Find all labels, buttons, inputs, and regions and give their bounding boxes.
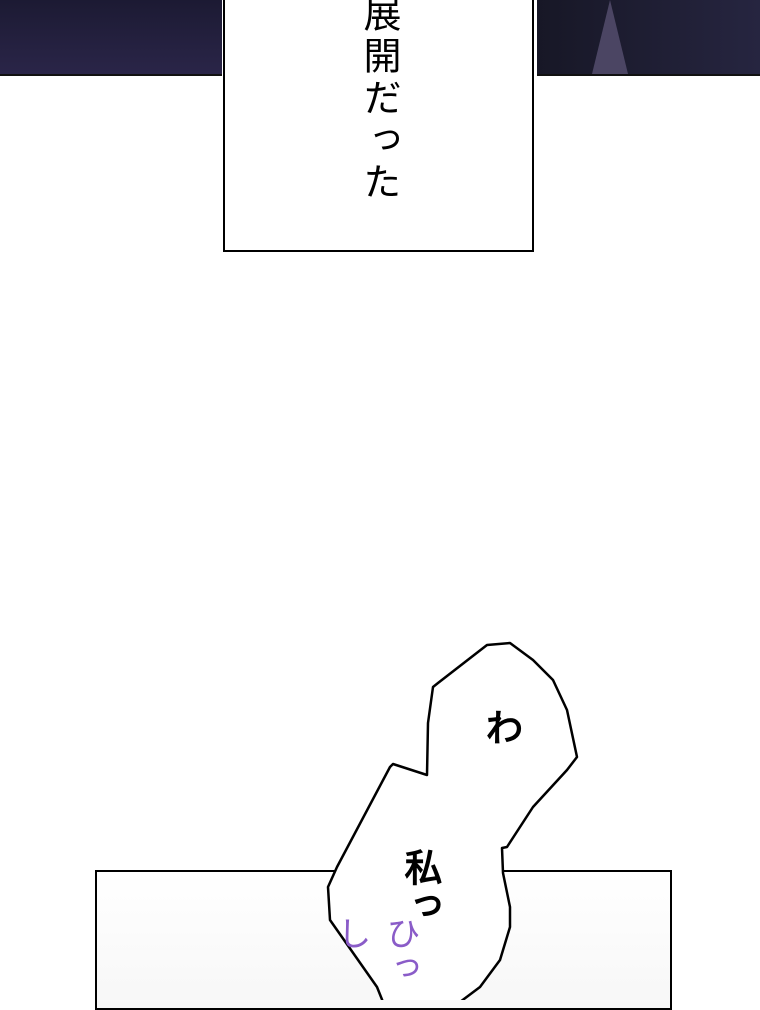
top-right-night-panel: [537, 0, 760, 76]
bubble-line-2: 私っ: [398, 848, 442, 924]
caption-text: 展開だった: [357, 0, 401, 204]
light-beam: [592, 0, 628, 74]
bubble-line-1: わ: [479, 708, 523, 746]
caption-box: [223, 0, 534, 252]
speech-bubble-outline: [326, 641, 579, 1000]
sfx-text: ひっし: [331, 916, 420, 984]
top-left-night-panel: [0, 0, 222, 76]
